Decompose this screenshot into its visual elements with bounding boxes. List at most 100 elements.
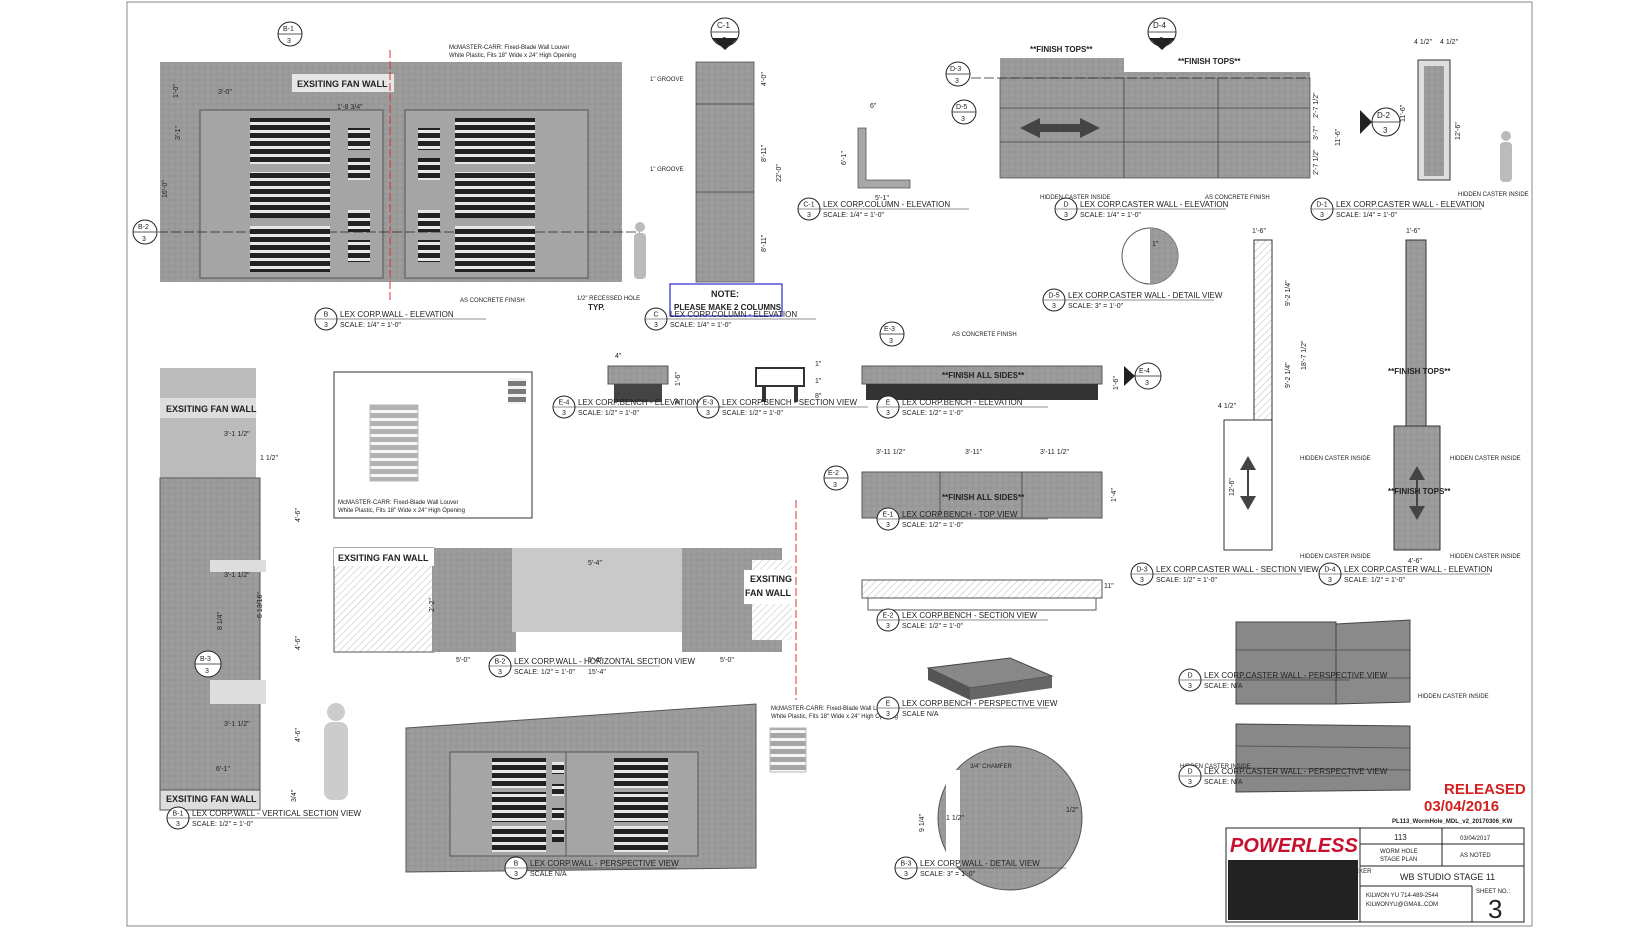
view-title-key: B-1: [173, 811, 184, 818]
view-title-sheet: 3: [1188, 683, 1192, 690]
released-date: 03/04/2016: [1424, 798, 1499, 815]
bubble-e-2[interactable]: E-2 3: [823, 465, 849, 491]
sheet-date: 03/04/2017: [1460, 836, 1491, 842]
bubble-b-3[interactable]: B-3 3: [194, 650, 222, 678]
dim-label: 1'-4": [1111, 488, 1118, 502]
view-title-scale: SCALE: 1/2" = 1'-0": [192, 821, 253, 828]
finish-all-sides-note: **FINISH ALL SIDES**: [942, 493, 1025, 502]
view-title-sheet: 3: [514, 871, 518, 878]
view-title-name: LEX CORP.CASTER WALL - PERSPECTIVE VIEW: [1204, 671, 1388, 680]
bubble-e-4[interactable]: E-4 3: [1124, 362, 1162, 390]
credit-value: PATRICK SCHUMACKER: [1302, 869, 1372, 875]
title-block: POWERLESS EXECUTIVE PRODUCERS: JUSTIN HA…: [1225, 827, 1525, 924]
arrow-up-icon: [1240, 456, 1256, 470]
bubble-d-5[interactable]: D-5 3: [951, 99, 977, 125]
bubble-d-3[interactable]: D-3 3: [945, 61, 971, 87]
view-title-sheet: 3: [654, 322, 658, 329]
view-title-key: C-1: [803, 202, 814, 209]
view-caster-wall-detail: 1": [1121, 227, 1179, 285]
louver: [250, 118, 330, 164]
dim-label: 6'-1": [216, 766, 230, 773]
louver-note-2: White Plastic, Fits 18" Wide x 24" High …: [449, 53, 576, 59]
view-title-key: E-4: [559, 400, 570, 407]
bubble-e-3[interactable]: E-3 3: [879, 321, 905, 347]
louver-note-2: White Plastic, Fits 18" Wide x 24" High …: [338, 508, 465, 514]
view-title-sheet: 3: [498, 669, 502, 676]
bubble-sheet: 3: [142, 236, 146, 243]
bubble-id: D-4: [1153, 21, 1166, 30]
view-caster-wall-section: 1'-6" 9'-2 1/4" 9'-2 1/4" 18'-7 1/2" 4 1…: [1218, 228, 1371, 560]
credit-value: (213) 304-0470: [1302, 897, 1344, 903]
view-title-scale: SCALE: 1/2" = 1'-0": [1344, 577, 1405, 584]
bubble-id: E-2: [828, 470, 839, 477]
released-stamp: RELEASED: [1444, 781, 1526, 798]
dim-label: 2'-2": [429, 598, 436, 612]
bubble-sheet: 3: [889, 338, 893, 345]
view-title-key: B-3: [901, 861, 912, 868]
recessed-hole-note: 1/2" RECESSED HOLE: [577, 296, 640, 302]
dim-label: 1 1/2": [260, 455, 279, 462]
bubble-d-2[interactable]: D-2 3: [1360, 107, 1401, 137]
logo: POWERLESS: [1230, 835, 1358, 857]
view-title-sheet: 3: [886, 711, 890, 718]
dim-label: 2'-7 1/2": [1313, 92, 1320, 118]
stage-name: WB STUDIO STAGE 11: [1400, 872, 1495, 882]
view-title-name: LEX CORP.CASTER WALL - DETAIL VIEW: [1068, 291, 1223, 300]
view-title-sheet: 3: [904, 871, 908, 878]
view-bench-top: **FINISH ALL SIDES** 3'-11 1/2" 3'-11" 3…: [823, 449, 1118, 519]
bubble-id: B-3: [200, 656, 211, 663]
dim-label: 22'-0": [776, 164, 783, 182]
credit-value: JUSTIN HALPERN: [1302, 862, 1353, 868]
hidden-caster-note: HIDDEN CASTER INSIDE: [1180, 764, 1251, 770]
view-title-name: LEX CORP.CASTER WALL - ELEVATION: [1344, 565, 1493, 574]
dim-label: 3'-1 1/2": [224, 721, 250, 728]
bubble-sheet: 3: [287, 38, 291, 45]
logo-box: [1228, 830, 1358, 858]
view-title-key: D: [1187, 769, 1192, 776]
note-body: PLEASE MAKE 2 COLUMNS: [674, 303, 782, 312]
view-title-name: LEX CORP.COLUMN - ELEVATION: [670, 310, 797, 319]
dim-label: 8": [815, 393, 822, 400]
dim-label: 3'-0": [218, 89, 232, 96]
set-name: STAGE PLAN: [1380, 857, 1417, 863]
bubble-d-4[interactable]: D-4 3: [1147, 17, 1177, 50]
dim-label: 5'-0": [456, 657, 470, 664]
dim-label: 11'-6": [1400, 104, 1407, 122]
small-louver: [348, 210, 370, 232]
view-title-name: LEX CORP.BENCH - TOP VIEW: [902, 510, 1018, 519]
view-title-sheet: 3: [1328, 577, 1332, 584]
view-caster-wall-side: 4 1/2" 4 1/2" 12'-6" 11'-6" HIDDEN CASTE…: [1400, 39, 1529, 198]
view-title-name: LEX CORP.BENCH - SECTION VIEW: [902, 611, 1037, 620]
view-title-scale: SCALE: N/A: [1204, 683, 1243, 690]
dim-label: 3'-11 1/2": [876, 449, 906, 456]
view-title-key: D: [1063, 202, 1068, 209]
view-title-key: D-1: [1316, 202, 1327, 209]
chamfer-note: 3/4" CHAMFER: [970, 764, 1012, 770]
hidden-caster-note: HIDDEN CASTER INSIDE: [1418, 694, 1489, 700]
dim-label: 3'-11 1/2": [1040, 449, 1070, 456]
louver: [455, 172, 535, 218]
view-wall-elevation: EXSITING FAN WALL AS CONCRETE FINISH 1/2…: [132, 21, 646, 312]
view-title-name: LEX CORP.BENCH - SECTION VIEW: [722, 398, 857, 407]
view-title-name: LEX CORP.CASTER WALL - PERSPECTIVE VIEW: [1204, 767, 1388, 776]
hidden-caster-note: HIDDEN CASTER INSIDE: [1450, 554, 1521, 560]
dim-label: 4'-0": [761, 72, 768, 86]
bubble-b-2[interactable]: B-2 3: [132, 219, 158, 245]
view-title-name: LEX CORP.WALL - VERTICAL SECTION VIEW: [192, 809, 362, 818]
dim-label: 3'-1": [175, 126, 182, 140]
dim-label: 3'-11": [965, 449, 983, 456]
bubble-b-1[interactable]: B-1 3: [277, 21, 303, 47]
bubble-c-1[interactable]: C-1 3: [710, 17, 740, 50]
existing-label: EXSITING: [750, 574, 792, 584]
dim-label: 4 1/2": [1218, 403, 1237, 410]
view-title-scale: SCALE N/A: [530, 871, 567, 878]
hidden-caster-note: HIDDEN CASTER INSIDE: [1040, 195, 1111, 201]
small-louver: [418, 210, 440, 232]
view-title-scale: SCALE: 1/4" = 1'-0": [340, 322, 401, 329]
